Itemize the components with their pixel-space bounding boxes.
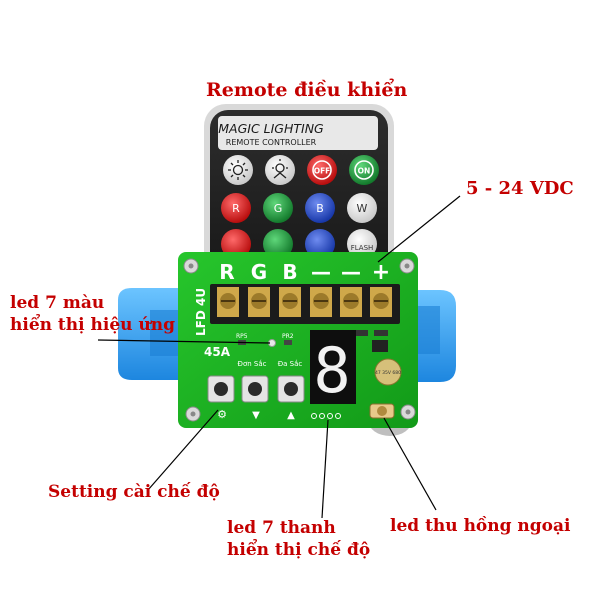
controller-board: R G B — — + LFD 4U 45A RP5 PR2 Đơn Sắc Đ… — [178, 252, 418, 428]
remote-w-label: W — [357, 202, 368, 215]
up-button[interactable] — [277, 375, 305, 403]
remote-off-label: OFF — [314, 167, 331, 176]
terminal-label-g: G — [251, 260, 267, 284]
remote-red-button[interactable] — [221, 193, 251, 223]
seven-segment-label-line2: hiển thị chế độ — [227, 540, 371, 560]
remote-subtitle: REMOTE CONTROLLER — [226, 138, 317, 147]
terminal-label-r: R — [219, 260, 234, 284]
arrow-up-icon: ▲ — [287, 410, 295, 421]
remote-b-label: B — [316, 202, 324, 215]
remote-blue-button[interactable] — [305, 193, 335, 223]
mode-dots — [311, 413, 341, 419]
seven-segment-label: led 7 thanh hiển thị chế độ — [227, 517, 370, 561]
down-button[interactable] — [241, 375, 269, 403]
power-icon — [354, 160, 374, 180]
remote-r-label: R — [232, 202, 240, 215]
remote-brightness-down-button[interactable] — [265, 155, 295, 185]
ir-receiver-led — [369, 403, 395, 419]
terminal-label-b: B — [282, 260, 297, 284]
seven-segment-display — [310, 330, 356, 404]
setting-label: Setting cài chế độ — [48, 482, 220, 502]
remote-on-label: ON — [358, 167, 371, 176]
board-pr2: PR2 — [282, 333, 294, 340]
setting-button[interactable] — [207, 375, 235, 403]
voltage-label: 5 - 24 VDC — [466, 178, 574, 199]
remote-brightness-up-button[interactable] — [223, 155, 253, 185]
terminal-label-plus: + — [372, 260, 390, 285]
terminal-label-minus-2: — — [341, 260, 361, 284]
seven-segment-label-line1: led 7 thanh — [227, 518, 336, 538]
remote-green-button-2[interactable] — [263, 229, 293, 259]
gear-icon: ⚙ — [217, 408, 227, 421]
arrow-down-icon: ▼ — [252, 410, 260, 421]
led-7-color-label: led 7 màu hiển thị hiệu ứng — [10, 292, 175, 336]
led-7-color-label-line2: hiển thị hiệu ứng — [10, 315, 176, 335]
remote-flash-button[interactable] — [347, 229, 377, 259]
remote-red-button-2[interactable] — [221, 229, 251, 259]
sun-icon — [272, 159, 288, 179]
remote-brand: MAGIC LIGHTING — [218, 121, 324, 136]
seven-segment-digit: 8 — [313, 334, 350, 407]
capacitor: 47 35V 680 — [374, 358, 402, 386]
terminal-screws — [217, 287, 392, 317]
board-mode-multi: Đa Sắc — [278, 359, 303, 368]
capacitor-text: 47 35V 680 — [375, 370, 401, 376]
remote-blue-button-2[interactable] — [305, 229, 335, 259]
remote-flash-label: FLASH — [351, 244, 374, 252]
remote-g-label: G — [274, 202, 283, 215]
pointer-lines — [97, 195, 461, 519]
board-mode-single: Đơn Sắc — [238, 359, 267, 368]
sun-icon — [228, 160, 248, 180]
ir-receiver-label: led thu hồng ngoại — [390, 516, 571, 536]
remote-off-button[interactable] — [307, 155, 337, 185]
power-icon — [312, 160, 332, 180]
remote-on-button[interactable] — [349, 155, 379, 185]
board-rp5: RP5 — [236, 333, 248, 340]
terminal-label-minus-1: — — [311, 260, 331, 284]
page-title: Remote điều khiển — [206, 79, 408, 101]
board-model: LFD 4U — [194, 288, 208, 336]
remote-white-button[interactable] — [347, 193, 377, 223]
remote-green-button[interactable] — [263, 193, 293, 223]
led-7-color-label-line1: led 7 màu — [10, 293, 105, 313]
board-current: 45A — [204, 345, 231, 359]
